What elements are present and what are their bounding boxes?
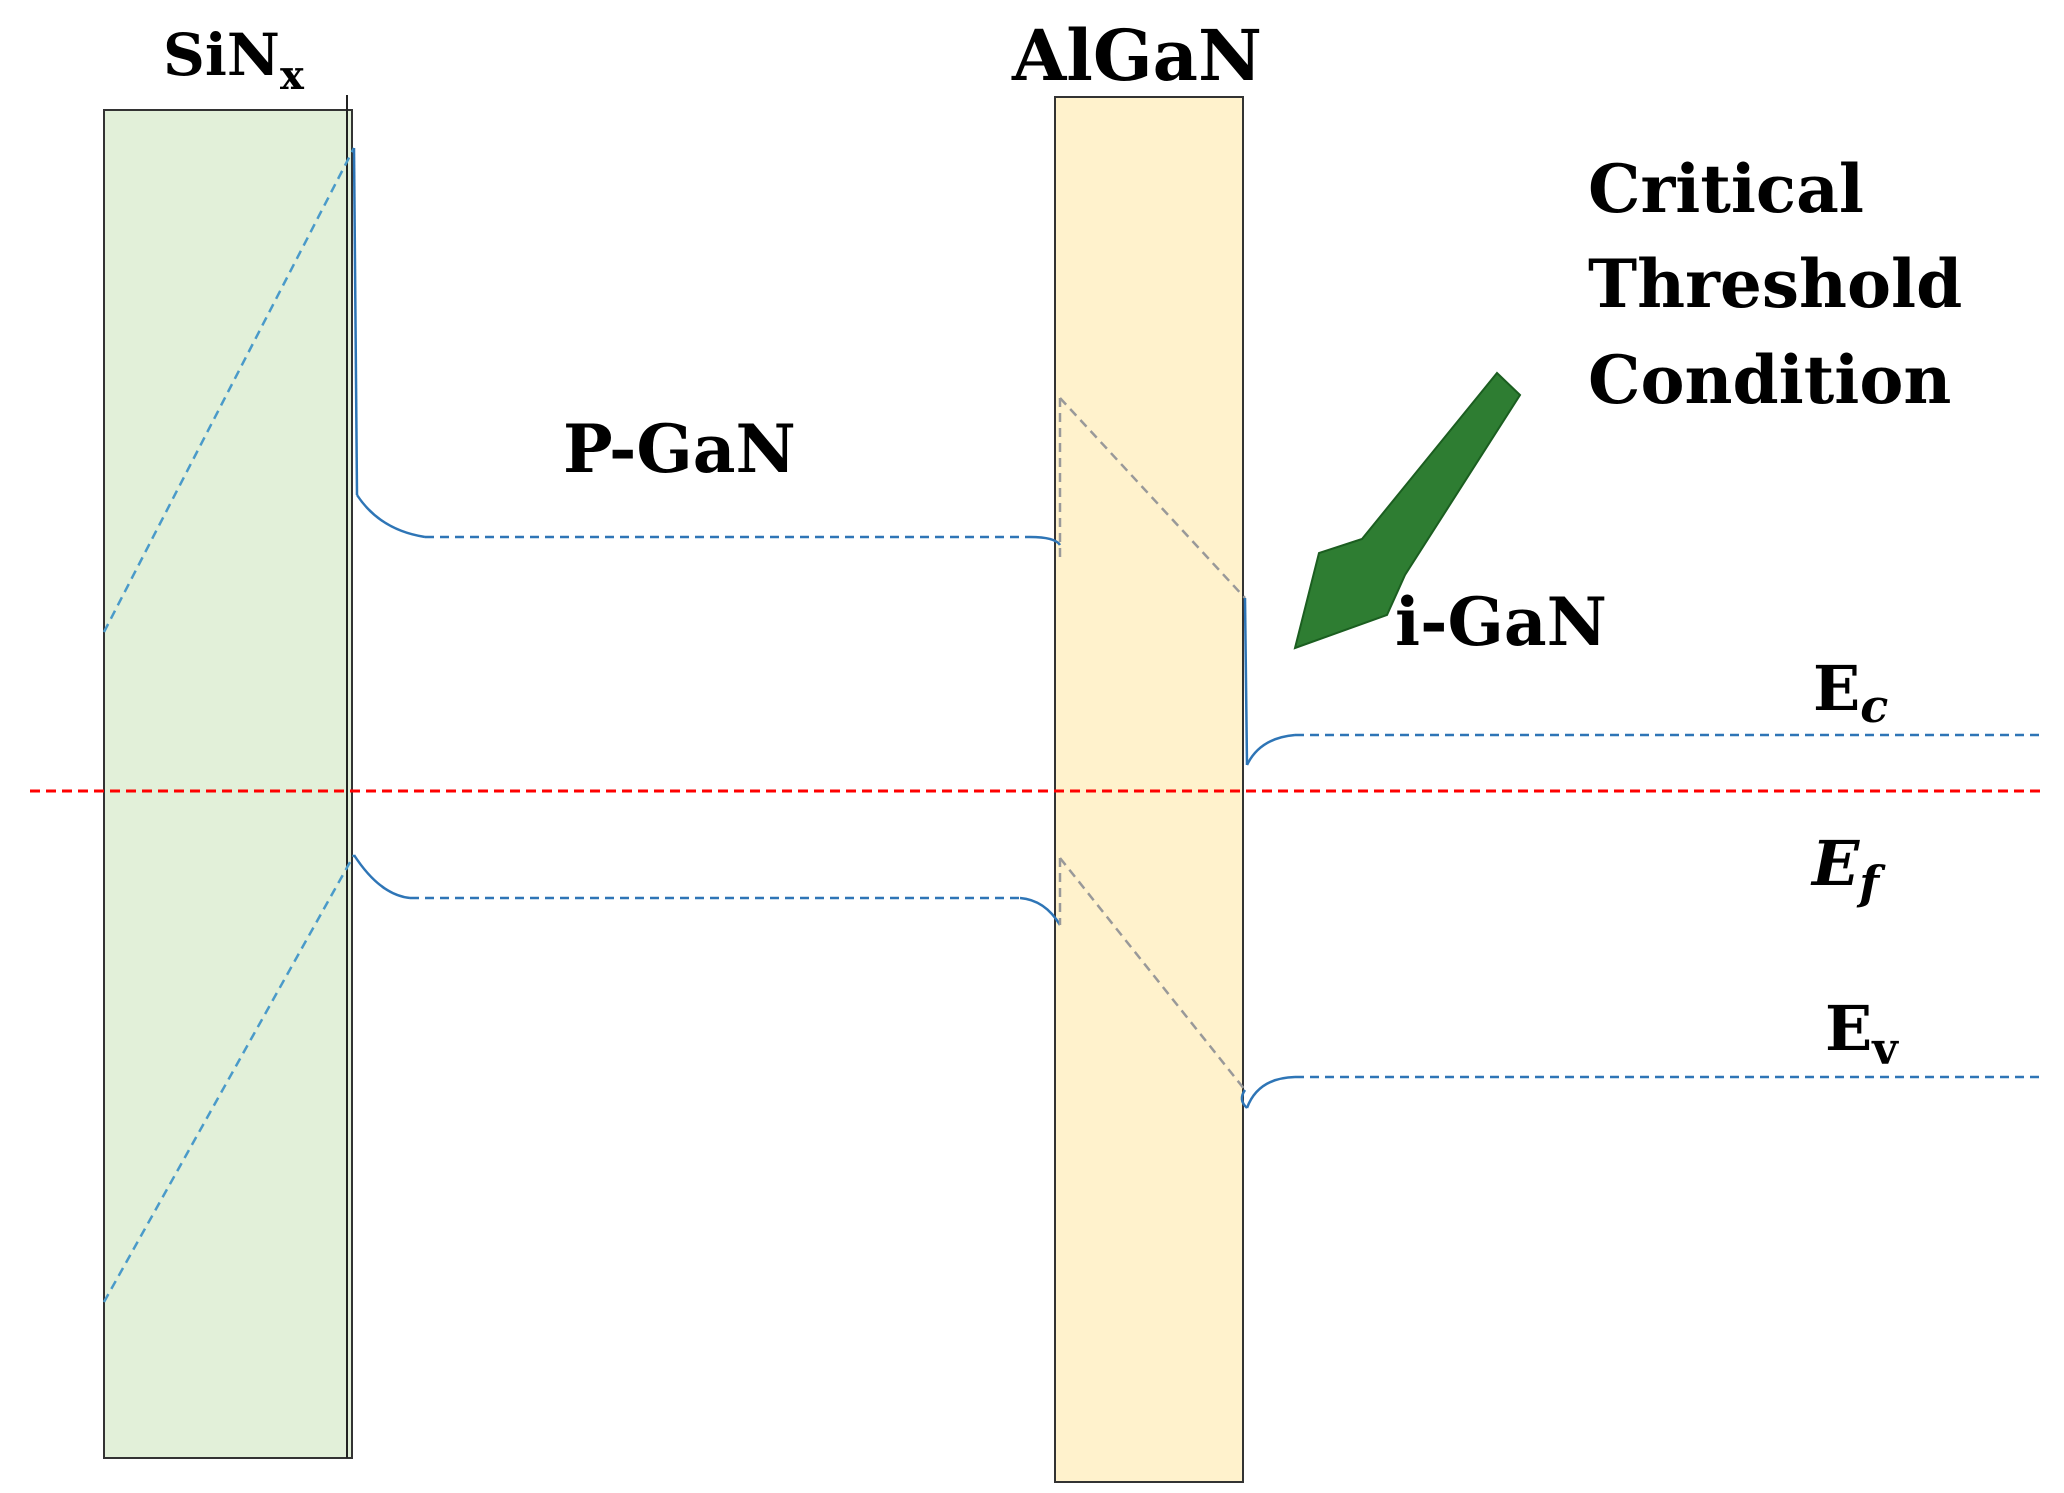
pgan-conduction-band — [352, 147, 1062, 546]
annotation-line-1: Critical — [1588, 150, 1864, 228]
algan-label: AlGaN — [1011, 14, 1262, 97]
igan-valence-band — [1240, 1075, 2045, 1109]
sinx-layer — [103, 95, 353, 1459]
igan-conduction-band — [1243, 597, 2045, 766]
ec-label: Ec — [1813, 652, 1888, 733]
igan-ev-bend — [1245, 1075, 1296, 1109]
pgan-ec-bend-left — [355, 494, 426, 539]
igan-ec-drop — [1243, 597, 1249, 766]
algan-valence-band — [1059, 857, 1246, 1091]
arrow-icon — [1293, 371, 1522, 650]
annotation-line-3: Condition — [1588, 341, 1951, 419]
sinx-bands — [102, 147, 356, 1303]
pgan-ev-bend-left — [352, 854, 411, 900]
algan-bands — [1058, 397, 1246, 1091]
pgan-ec-bend-right — [1029, 535, 1062, 546]
annotation-line-2: Threshold — [1588, 245, 1962, 323]
pgan-ec-vertical — [352, 147, 359, 496]
algan-conduction-band — [1059, 397, 1246, 599]
igan-label: i-GaN — [1395, 583, 1607, 661]
pgan-ev-bend-right — [1019, 896, 1062, 926]
ev-label: Ev — [1825, 992, 1899, 1075]
sinx-rect — [103, 109, 353, 1459]
pgan-valence-band — [352, 854, 1062, 926]
pgan-label: P-GaN — [563, 410, 796, 488]
sinx-conduction-band — [102, 147, 356, 633]
igan-ev-hook — [1240, 1089, 1248, 1109]
sinx-label: SiNx — [163, 21, 305, 99]
sinx-valence-band — [102, 854, 356, 1303]
critical-threshold-arrow — [1293, 371, 1522, 650]
ef-label: Ef — [1810, 827, 1886, 910]
igan-ec-bend — [1245, 733, 1296, 766]
